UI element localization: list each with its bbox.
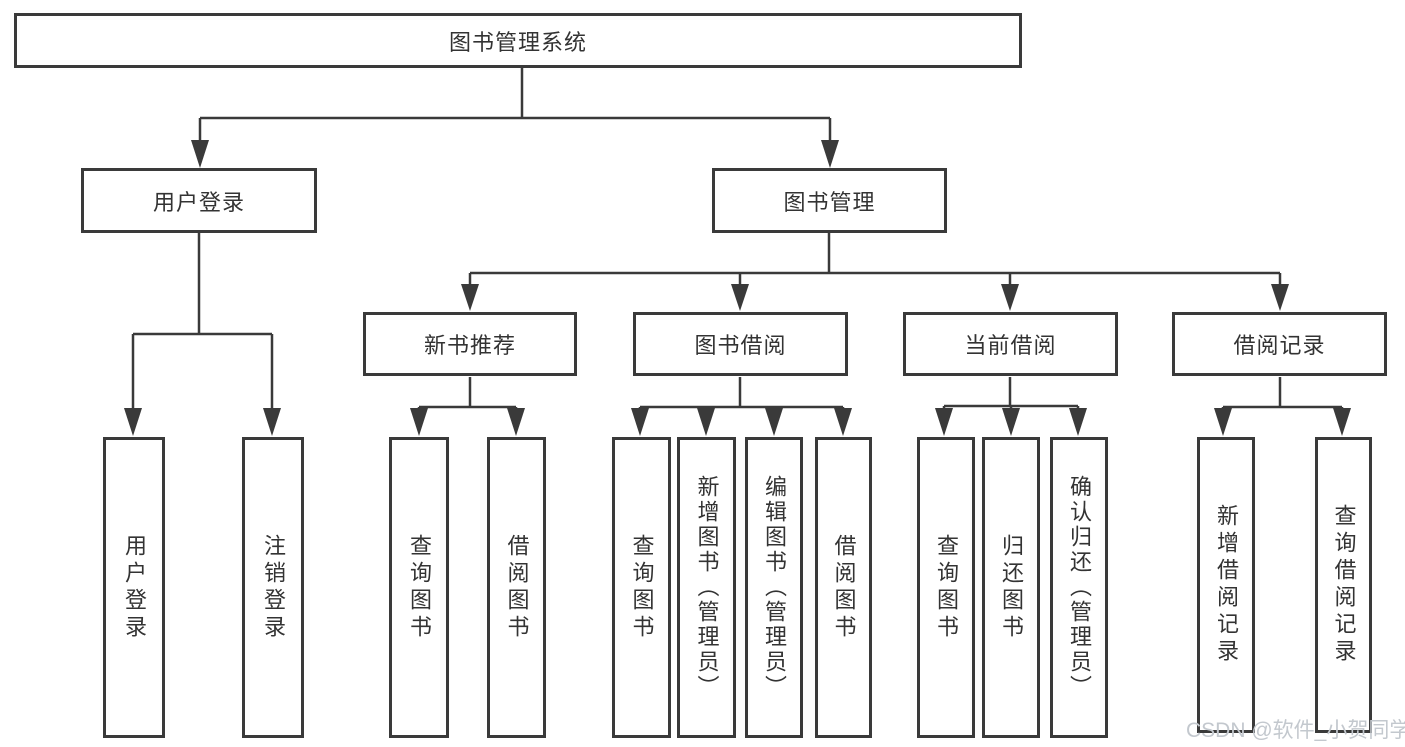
leaf-label: 查询图书: [934, 533, 959, 642]
leaf-label: 新增借阅记录: [1214, 504, 1239, 666]
leaf-label: 借阅图书: [831, 533, 857, 642]
leaf-borrow-books: 借阅图书: [815, 437, 872, 738]
leaf-label: 查询图书: [629, 533, 655, 642]
watermark: CSDN @软件_小贺同学: [1186, 719, 1405, 742]
node-label: 用户登录: [152, 189, 245, 215]
node-borrow-records: 借阅记录: [1172, 312, 1387, 376]
leaf-query-books-borrow: 查询图书: [612, 437, 671, 738]
leaf-label: 归还图书: [999, 533, 1024, 642]
leaf-label: 编辑图书（管理员）: [762, 475, 787, 700]
leaf-add-books-admin: 新增图书（管理员）: [677, 437, 736, 738]
leaf-query-books-current: 查询图书: [917, 437, 975, 738]
leaf-label: 用户登录: [122, 533, 147, 642]
leaf-label: 借阅图书: [504, 533, 530, 642]
leaf-borrow-books-recommend: 借阅图书: [487, 437, 546, 738]
leaf-label: 查询借阅记录: [1331, 504, 1357, 666]
leaf-return-books: 归还图书: [982, 437, 1040, 738]
node-current-borrow: 当前借阅: [903, 312, 1118, 376]
node-book-management: 图书管理: [712, 168, 947, 233]
node-label: 图书管理系统: [448, 29, 587, 55]
leaf-add-borrow-record: 新增借阅记录: [1197, 437, 1255, 733]
node-label: 当前借阅: [964, 333, 1057, 358]
node-user-login: 用户登录: [81, 168, 317, 233]
node-book-borrow: 图书借阅: [633, 312, 848, 376]
leaf-query-borrow-record: 查询借阅记录: [1315, 437, 1372, 733]
node-label: 借阅记录: [1233, 333, 1326, 358]
leaf-label: 新增图书（管理员）: [694, 475, 720, 700]
node-label: 图书借阅: [694, 333, 787, 358]
leaf-label: 确认归还（管理员）: [1067, 475, 1092, 700]
node-new-book-recommend: 新书推荐: [363, 312, 577, 376]
leaf-label: 查询图书: [407, 533, 432, 642]
leaf-user-login: 用户登录: [103, 437, 165, 738]
leaf-confirm-return-admin: 确认归还（管理员）: [1050, 437, 1108, 738]
leaf-query-books-recommend: 查询图书: [389, 437, 449, 738]
node-label: 新书推荐: [423, 333, 516, 358]
arrowheads: [124, 140, 1351, 436]
leaf-edit-books-admin: 编辑图书（管理员）: [745, 437, 803, 738]
node-label: 图书管理: [783, 189, 876, 215]
leaf-label: 注销登录: [261, 533, 286, 642]
leaf-logout: 注销登录: [242, 437, 304, 738]
node-library-management-system: 图书管理系统: [14, 13, 1022, 68]
